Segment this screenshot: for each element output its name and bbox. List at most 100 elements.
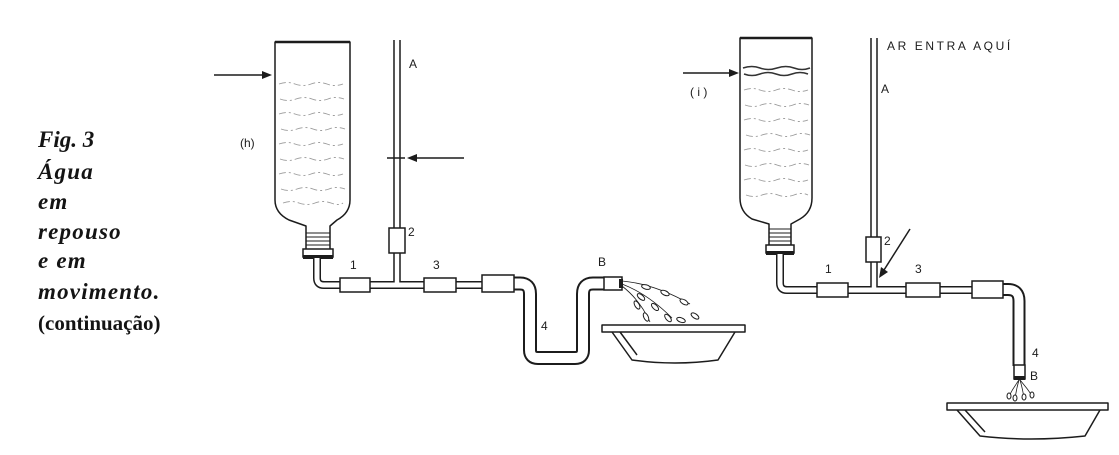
water-drop (636, 293, 646, 301)
water-drop (641, 284, 651, 290)
arrow-head (407, 154, 417, 162)
water-texture-line (744, 103, 810, 107)
basin-rim (946, 402, 1109, 411)
right-down-tube-inner (1001, 285, 1024, 366)
left-u-tube-inner (512, 278, 606, 363)
right-connector-3-label: 3 (915, 262, 922, 276)
left-basin (601, 324, 746, 364)
caption-line-3: repouso (38, 219, 122, 244)
right-nozzle-tip (1014, 376, 1025, 380)
right-connector-2 (865, 236, 882, 263)
water-drop (650, 302, 660, 312)
left-connector-1-label: 1 (350, 258, 357, 272)
spray-stream (621, 283, 673, 319)
figure-number: Fig. 3 (37, 127, 94, 152)
left-bottle-level-arrow (214, 71, 272, 79)
left-water-spray (621, 280, 700, 324)
left-connector-4-label: 4 (541, 319, 548, 333)
right-main-pipe-inner (777, 254, 975, 293)
figure-caption: Fig. 3 Água em repouso e em movimento. (… (36, 127, 161, 335)
left-state-label: (h) (240, 136, 255, 150)
left-connector-1 (339, 277, 371, 293)
right-connector-1 (816, 282, 849, 298)
left-apparatus: (h) A 1 2 3 4 B (214, 40, 746, 365)
arrow-shaft (883, 228, 911, 271)
left-tube-a-label: A (409, 57, 417, 71)
water-texture-line (279, 97, 345, 101)
water-texture-line (743, 118, 809, 122)
water-texture-line (282, 201, 344, 205)
water-texture-line (278, 82, 344, 86)
left-connector-2 (388, 227, 406, 254)
right-connector-2-label: 2 (884, 234, 891, 248)
water-texture-line (280, 187, 346, 191)
arrow-head (729, 69, 739, 77)
right-state-label: ( i ) (690, 85, 707, 99)
left-connector-3 (423, 277, 457, 293)
right-outlet-b-label: B (1030, 369, 1038, 383)
water-texture-line (743, 88, 809, 92)
water-drop (664, 313, 672, 323)
water-drop (679, 298, 689, 306)
water-drop (1021, 393, 1027, 401)
water-drop (690, 312, 700, 320)
water-surface (743, 71, 809, 77)
water-surface (742, 65, 811, 71)
right-bottle-neck (765, 228, 795, 255)
water-texture-line (278, 112, 344, 116)
left-bottle-cap-band (303, 255, 333, 259)
caption-line-1: Água (36, 159, 94, 184)
water-texture-line (743, 178, 809, 182)
water-texture-line (743, 148, 809, 152)
water-drop (642, 312, 650, 322)
right-apparatus: AR ENTRA AQUÍ ( i ) A 1 2 3 4 B (683, 36, 1109, 440)
left-bottle (274, 41, 351, 251)
water-drop (633, 300, 641, 310)
caption-line-4: e em (38, 248, 87, 273)
left-bottle-neck (302, 232, 334, 259)
right-connector-4 (971, 280, 1004, 299)
right-bottle-water (742, 65, 811, 197)
right-connector-1-label: 1 (825, 262, 832, 276)
right-air-inlet-arrow (879, 228, 911, 278)
water-drop (1006, 392, 1012, 400)
left-connector-3-label: 3 (433, 258, 440, 272)
left-bottle-water (278, 82, 346, 205)
right-basin (946, 402, 1109, 440)
water-texture-line (745, 193, 809, 197)
basin-body (956, 409, 1101, 440)
water-drop (676, 316, 686, 324)
caption-line-2: em (38, 189, 69, 214)
water-drop (660, 289, 670, 297)
water-texture-line (279, 157, 345, 161)
left-main-pipe-inner (314, 258, 484, 288)
basin-body (611, 331, 736, 364)
water-texture-line (278, 172, 344, 176)
right-tube-a-label: A (881, 82, 889, 96)
left-connector-4 (481, 274, 515, 293)
right-bottle-cap-band (766, 251, 794, 255)
basin-inner-edge (619, 331, 638, 356)
water-texture-line (745, 133, 811, 137)
basin-inner-edge (964, 409, 986, 433)
right-connector-4-label: 4 (1032, 346, 1039, 360)
right-connector-3 (905, 282, 941, 298)
left-tube-level-arrow (407, 154, 464, 162)
right-water-spray (1006, 379, 1035, 402)
left-outlet-b-label: B (598, 255, 606, 269)
caption-line-5: movimento. (38, 279, 161, 304)
basin-rim (601, 324, 746, 333)
water-texture-line (744, 163, 810, 167)
water-drop (1012, 394, 1018, 402)
caption-note: (continuação) (38, 311, 161, 335)
air-inlet-label: AR ENTRA AQUÍ (887, 38, 1013, 53)
left-nozzle-tip (619, 279, 623, 288)
water-drop (1029, 391, 1035, 399)
right-bottle-level-arrow (683, 69, 739, 77)
arrow-head (879, 267, 888, 278)
arrow-head (262, 71, 272, 79)
water-texture-line (280, 127, 346, 131)
left-connector-2-label: 2 (408, 225, 415, 239)
